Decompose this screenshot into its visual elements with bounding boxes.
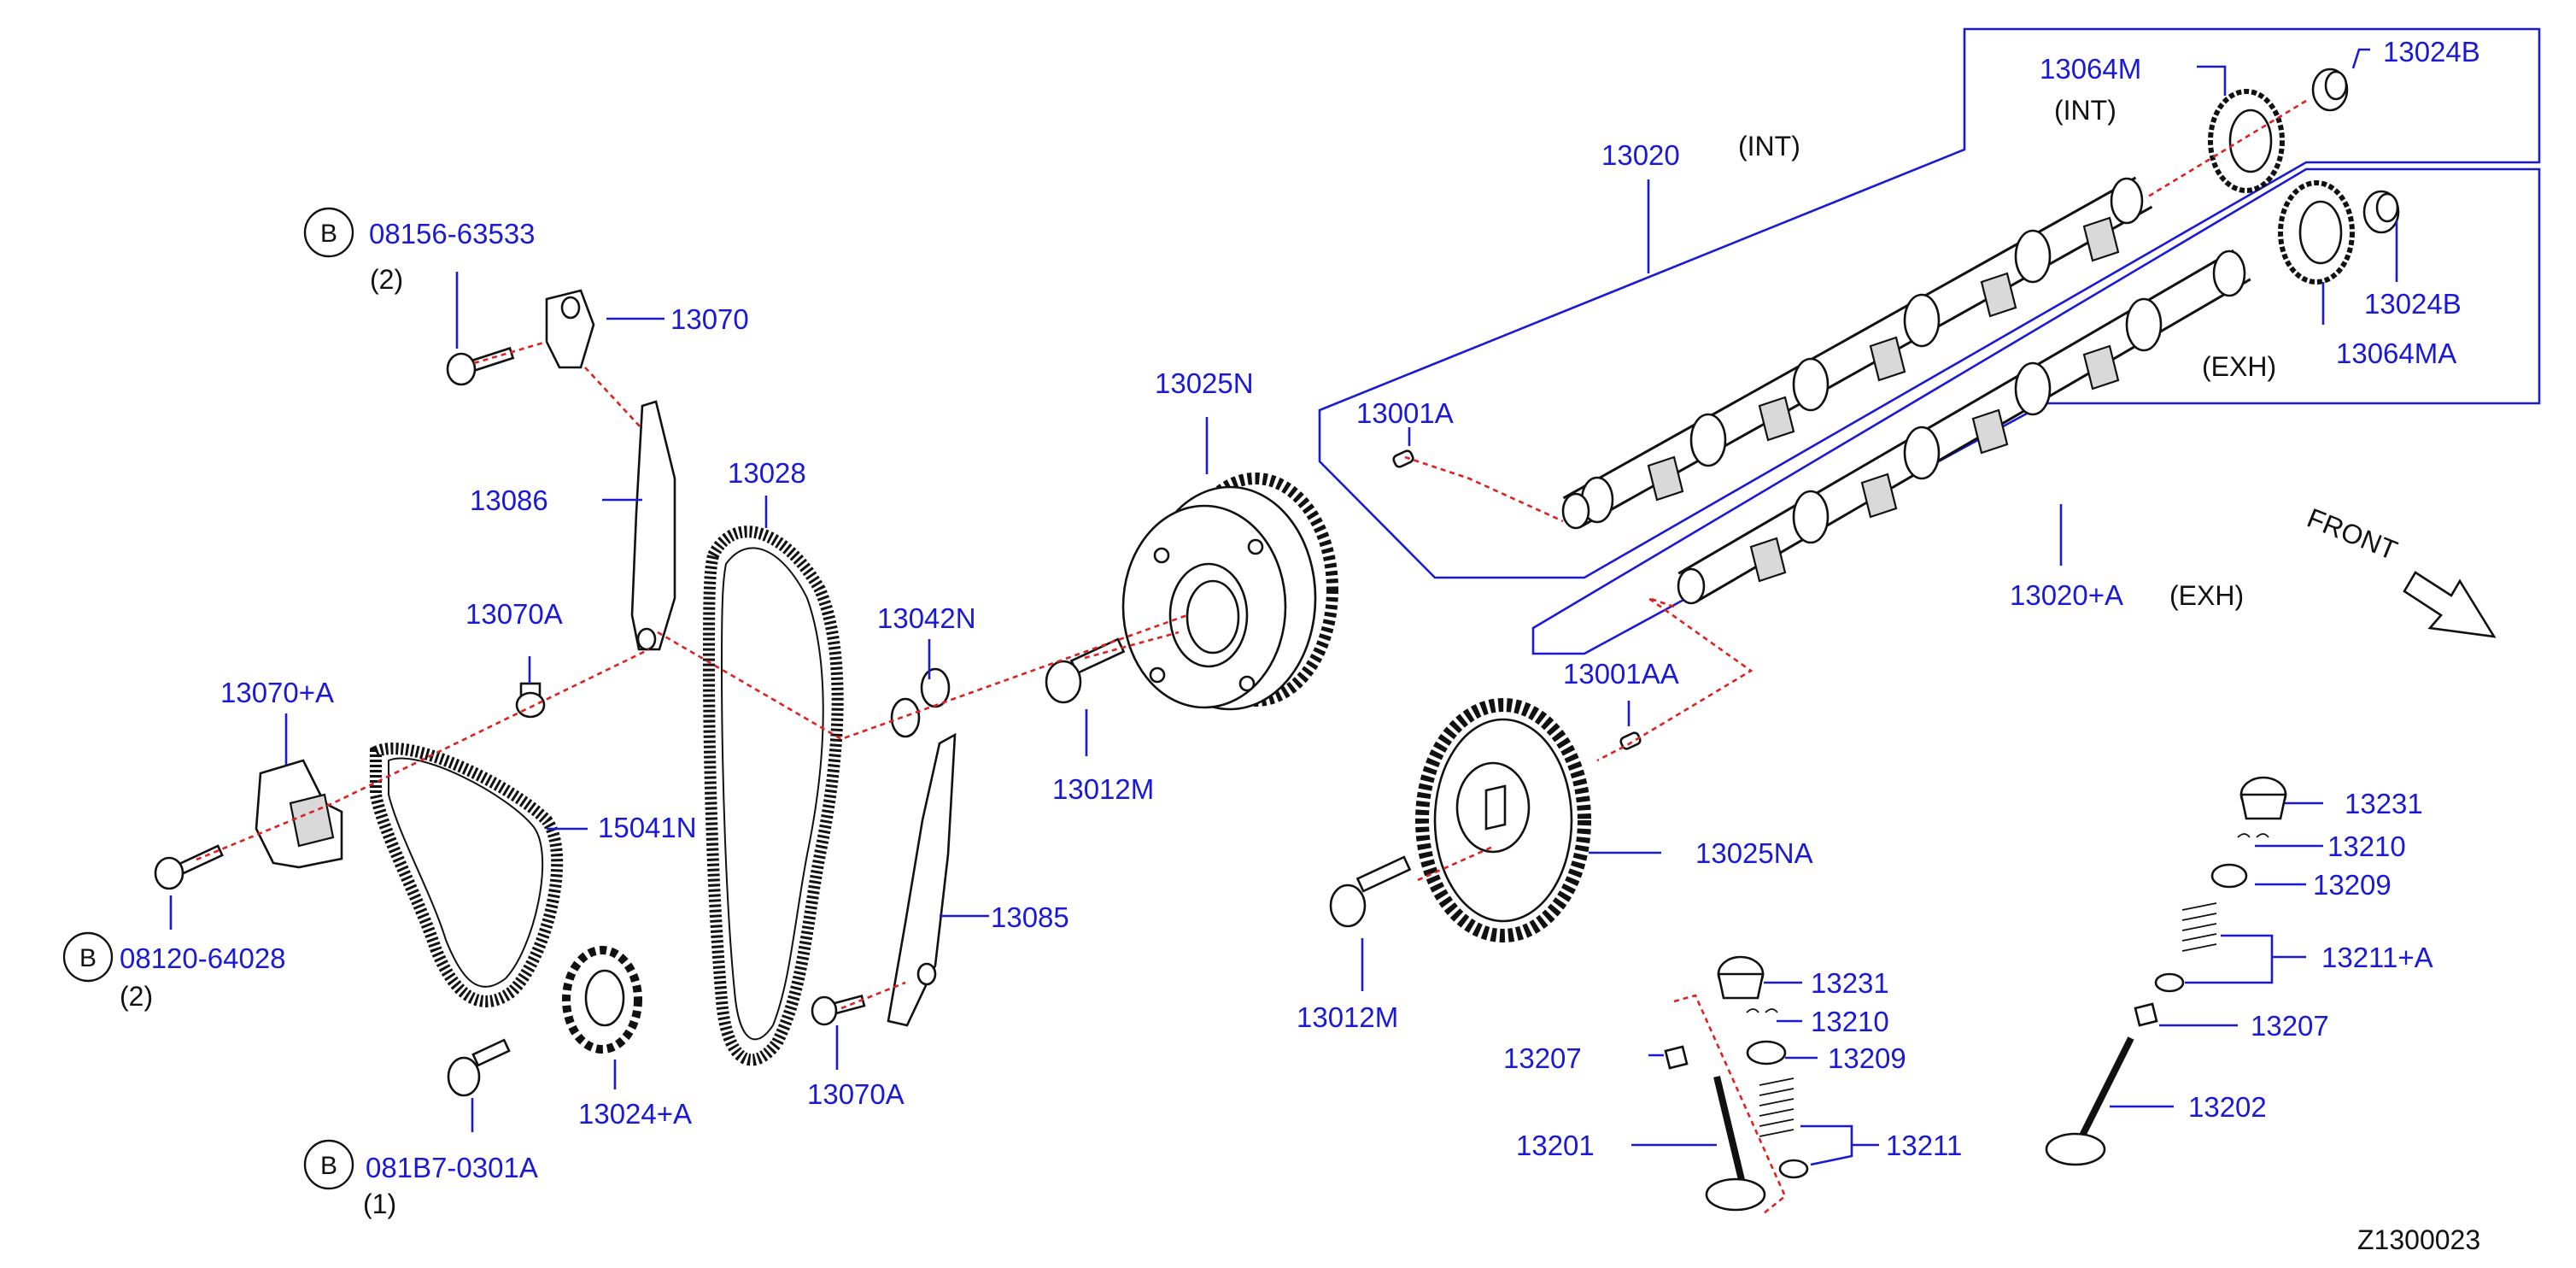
svg-text:B: B [320,220,337,248]
cap-13024B-a [2311,68,2349,112]
label-int-b: (INT) [1738,131,1800,161]
vtc-sprocket-13025N [1121,473,1338,711]
label-int-a: (INT) [2054,95,2116,126]
guide-13085 [887,732,957,1027]
label-08156: 08156-63533 [369,218,536,249]
badge-b-1: B [303,207,354,258]
label-13001AA: 13001AA [1563,658,1679,690]
label-13001A: 13001A [1356,397,1454,429]
label-13085: 13085 [991,901,1069,933]
intake-camshaft-frame [1318,27,2541,579]
label-13020A: 13020+A [2010,579,2123,611]
label-13231-a: 13231 [1811,967,1889,999]
sprocket-13025NA [1415,698,1591,942]
valve-train-exhaust [2045,776,2287,1166]
label-13025NA: 13025NA [1695,837,1813,869]
cap-13024B-b [2362,190,2400,234]
label-13024B-b: 13024B [2364,288,2462,320]
bolt-13070A-a [515,682,546,719]
bolt-13070A-b [811,994,866,1026]
label-13070A-b: 13070A [807,1078,905,1110]
sprocket-13064M [2208,89,2285,193]
label-13064MA: 13064MA [2336,338,2456,369]
timing-chain-13028 [702,525,844,1066]
washers-13042N [890,667,951,738]
label-13020: 13020 [1601,139,1680,171]
exhaust-camshaft [1677,249,2251,605]
label-13211A: 13211+A [2321,942,2433,973]
label-front: FRONT [2303,502,2402,566]
intake-camshaft [1561,176,2153,530]
label-13210-b: 13210 [2327,831,2406,862]
valve-train-intake [1664,955,1809,1212]
label-13064M: 13064M [2040,53,2141,85]
label-13201: 13201 [1516,1130,1595,1161]
crank-sprocket-13024A [562,946,642,1054]
assembly-lines [196,99,2307,1010]
bolt-13012M-a [1045,637,1126,704]
label-13042N: 13042N [877,602,976,634]
label-13209-b: 13209 [2313,869,2392,901]
front-arrow-icon [2403,571,2497,638]
label-13070-plus-a: 13070+A [220,677,334,708]
label-13024A: 13024+A [578,1098,692,1130]
label-13025N: 13025N [1155,367,1254,399]
pin-13001A [1392,449,1414,468]
label-exh-a: (EXH) [2202,351,2276,382]
label-13070: 13070 [670,303,749,335]
svg-text:B: B [79,944,97,972]
label-13207-b: 13207 [2251,1010,2329,1042]
label-13209-a: 13209 [1828,1042,1906,1074]
bolt-13012M-b [1329,855,1412,928]
tensioner-13070A [255,759,343,869]
bolt-081B7 [447,1038,511,1097]
guide-13086 [630,400,676,651]
bolt-08120 [154,844,224,890]
label-13231-b: 13231 [2345,788,2423,819]
diagram-id: Z1300023 [2357,1224,2480,1255]
label-exh-b: (EXH) [2169,580,2244,611]
label-13024B-a: 13024B [2383,36,2480,68]
label-13086: 13086 [470,484,548,516]
label-081B7: 081B7-0301A [366,1152,538,1183]
label-qty-2-b: (2) [120,981,153,1012]
label-13210-a: 13210 [1811,1006,1889,1037]
sprocket-13064MA [2278,180,2355,285]
label-13012M-a: 13012M [1052,773,1154,805]
badge-b-2: B [62,931,114,983]
label-13028: 13028 [728,457,806,489]
tensioner-13070 [545,289,595,369]
label-13070A-a: 13070A [465,598,563,630]
leader-lines [169,48,2398,1166]
svg-text:B: B [320,1152,337,1180]
badge-b-3: B [303,1139,354,1190]
label-08120: 08120-64028 [120,942,286,974]
chain-15041N [370,743,564,1007]
label-qty-2-a: (2) [370,264,403,295]
label-13012M-b: 13012M [1297,1001,1398,1033]
label-15041N: 15041N [598,812,697,843]
label-13202: 13202 [2188,1091,2267,1123]
dashed-bracket [1673,994,1787,1215]
label-qty-1: (1) [363,1189,396,1219]
label-13211: 13211 [1886,1130,1962,1161]
label-13207-a: 13207 [1503,1042,1582,1074]
